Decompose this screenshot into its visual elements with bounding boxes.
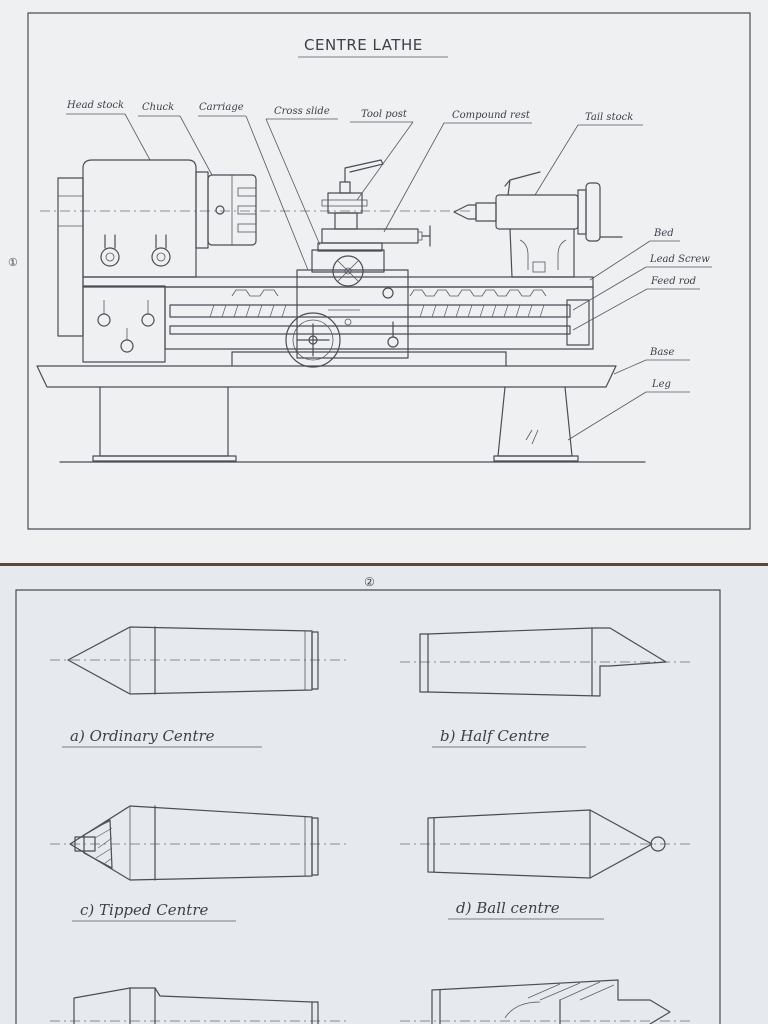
svg-text:Chuck: Chuck [142,102,174,113]
compound-rest [321,225,431,247]
svg-text:Base: Base [649,347,674,358]
caption-ordinary-centre: a) Ordinary Centre [70,727,215,745]
label-tail-stock: Tail stock [534,112,643,196]
label-lead-screw: Lead Screw [572,254,712,311]
svg-text:Compound rest: Compound rest [452,110,531,121]
svg-text:Tool post: Tool post [361,109,408,120]
sheet-border [27,12,751,530]
tool-post [321,159,384,230]
label-leg: Leg [567,379,690,441]
centre-drawing-partial-left [50,987,350,1024]
drawing-sheet-2: ② a) Ordinary Centre b) Half Centre c) T… [0,566,768,1024]
drawing-title: CENTRE LATHE [304,36,423,54]
chuck [207,174,257,246]
tipped-centre [50,805,350,881]
lead-screw [169,304,571,318]
caption-ball-centre: d) Ball centre [456,899,560,917]
label-compound-rest: Compound rest [383,110,532,233]
label-cross-slide: Cross slide [265,106,338,246]
svg-text:Leg: Leg [651,379,671,390]
svg-text:Bed: Bed [653,228,674,239]
half-centre [400,627,690,697]
sheet-border [15,589,721,1024]
caption-half-centre: b) Half Centre [440,727,550,745]
label-bed: Bed [589,228,680,281]
label-base: Base [613,347,690,375]
svg-text:Feed rod: Feed rod [650,276,696,287]
label-feed-rod: Feed rod [572,276,700,331]
base [36,351,617,388]
headstock [57,159,209,363]
leg [59,386,646,463]
lathe-drawing: ① CENTRE LATHE [8,12,751,530]
label-chuck: Chuck [138,102,213,176]
page-number: ② [364,575,375,589]
carriage [285,249,409,368]
centres-drawing: ② a) Ordinary Centre b) Half Centre c) T… [15,575,721,1024]
svg-text:Cross slide: Cross slide [274,106,330,117]
caption-tipped-centre: c) Tipped Centre [80,901,208,919]
handwheel [285,312,341,368]
page-number: ① [8,256,18,269]
svg-text:Lead Screw: Lead Screw [649,254,710,265]
ball-centre [400,809,690,879]
svg-text:Carriage: Carriage [199,102,244,113]
label-tool-post: Tool post [350,109,414,201]
label-head-stock: Head stock [66,100,151,161]
svg-text:Head stock: Head stock [66,100,124,111]
ordinary-centre [50,626,350,695]
bed [82,276,594,350]
label-carriage: Carriage [198,102,309,271]
drawing-sheet-1: ① CENTRE LATHE [0,0,768,563]
svg-text:Tail stock: Tail stock [585,112,633,123]
centre-drawing-partial-right [400,979,690,1024]
tailstock [453,171,623,278]
feed-rod [169,325,571,335]
